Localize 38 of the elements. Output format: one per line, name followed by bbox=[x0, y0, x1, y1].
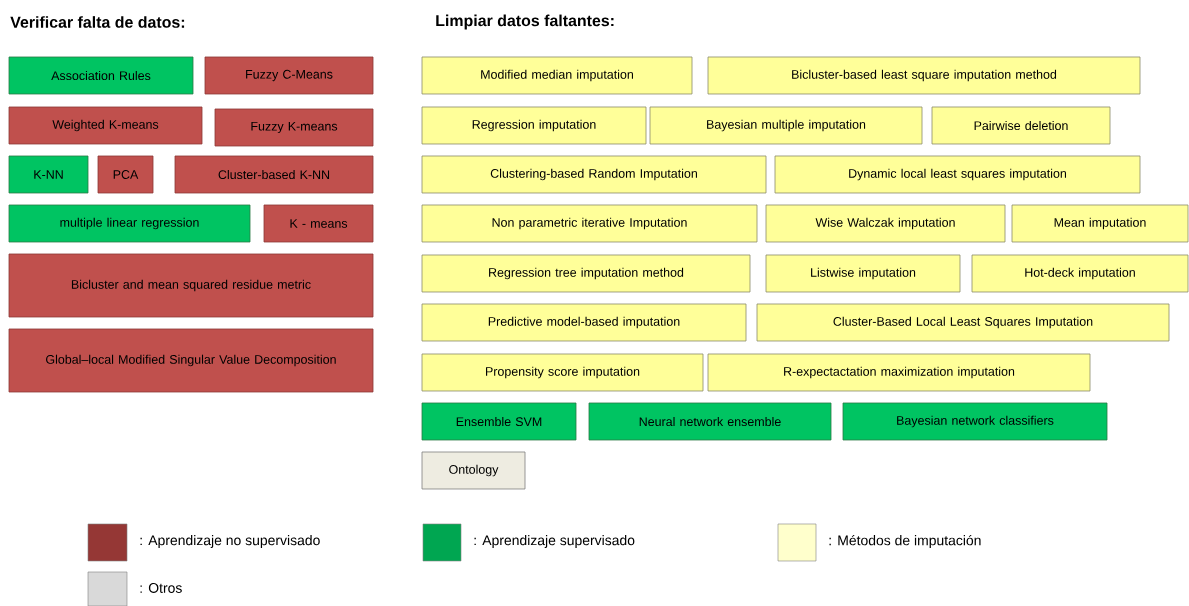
method-box: multiple linear regression bbox=[8, 204, 251, 243]
section-heading: Verificar falta de datos: bbox=[10, 16, 185, 28]
method-box: Mean imputation bbox=[1011, 204, 1189, 243]
method-box: Listwise imputation bbox=[765, 254, 961, 293]
method-box: Cluster-based K-NN bbox=[174, 155, 374, 194]
method-box: Regression imputation bbox=[421, 106, 647, 145]
method-box: Bayesian network classifiers bbox=[842, 402, 1108, 441]
method-box: Association Rules bbox=[8, 56, 194, 95]
method-box: K-NN bbox=[8, 155, 89, 194]
method-box: Regression tree imputation method bbox=[421, 254, 751, 293]
legend-label: : Aprendizaje no supervisado bbox=[140, 535, 320, 548]
section-heading: Limpiar datos faltantes: bbox=[436, 14, 614, 30]
method-box: Non parametric iterative Imputation bbox=[421, 204, 758, 243]
method-box: Neural network ensemble bbox=[588, 402, 832, 441]
legend-label: : Otros bbox=[140, 583, 182, 593]
method-box: Ensemble SVM bbox=[421, 402, 577, 441]
method-box: PCA bbox=[97, 155, 154, 194]
method-box: Bayesian multiple imputation bbox=[649, 106, 923, 145]
method-box: Hot-deck imputation bbox=[971, 254, 1189, 293]
method-box: Bicluster and mean squared residue metric bbox=[8, 253, 374, 318]
method-box: Clustering-based Random Imputation bbox=[421, 155, 767, 194]
method-box: Weighted K-means bbox=[8, 106, 203, 145]
method-box: Propensity score imputation bbox=[421, 353, 704, 392]
method-box: Wise Walczak imputation bbox=[765, 204, 1006, 243]
method-box: R-expectactation maximization imputation bbox=[707, 353, 1091, 392]
method-box: Ontology bbox=[421, 451, 526, 490]
method-box: Global–local Modified Singular Value Decomposition bbox=[8, 328, 374, 393]
method-box: Bicluster-based least square imputation method bbox=[707, 56, 1141, 95]
method-box: Fuzzy K-means bbox=[214, 108, 374, 147]
method-box: Fuzzy C-Means bbox=[204, 56, 374, 95]
legend-label: : Métodos de imputación bbox=[829, 534, 981, 549]
method-box: Predictive model-based imputation bbox=[421, 303, 747, 342]
method-box: Dynamic local least squares imputation bbox=[774, 155, 1141, 194]
method-box: Pairwise deletion bbox=[931, 106, 1111, 145]
method-box: Cluster-Based Local Least Squares Imputation bbox=[756, 303, 1170, 342]
method-box: K - means bbox=[263, 204, 374, 243]
legend-label: : Aprendizaje supervisado bbox=[474, 535, 635, 548]
method-box: Modified median imputation bbox=[421, 56, 693, 95]
